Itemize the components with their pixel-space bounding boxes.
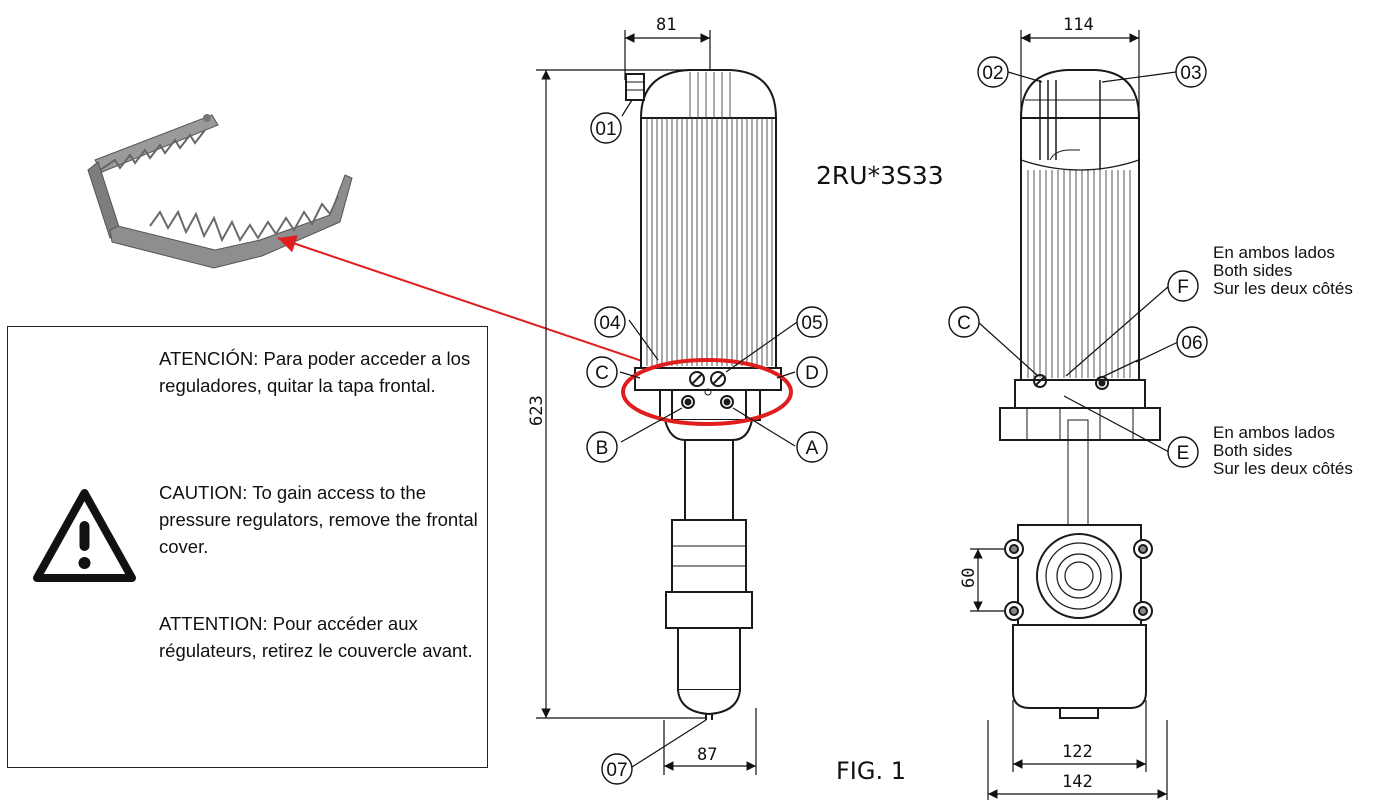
callout-c-front: C [586,356,618,388]
warning-text-fr: ATTENTION: Pour accéder aux régulateurs,… [159,613,473,661]
svg-text:06: 06 [1181,333,1202,354]
side-note-f-fr: Sur les deux côtés [1213,279,1353,298]
callout-c-side: C [948,306,980,338]
callout-02: 02 [977,56,1009,88]
svg-text:07: 07 [606,760,627,781]
callout-04: 04 [594,306,626,338]
front-dimensions [536,30,757,775]
callout-03: 03 [1175,56,1207,88]
side-note-f-en: Both sides [1213,261,1292,280]
dim-142: 142 [1062,772,1093,792]
callout-f: F [1167,270,1199,302]
warning-box: ATENCIÓN: Para poder acceder a los regul… [7,326,488,768]
dim-114: 114 [1063,15,1094,35]
cover-pointer-arrow [277,235,646,363]
figure-label: FIG. 1 [836,757,906,785]
svg-text:05: 05 [801,313,822,334]
svg-text:02: 02 [982,63,1003,84]
svg-text:F: F [1177,277,1189,298]
callout-b: B [586,431,618,463]
model-code: 2RU*3S33 [816,161,944,190]
svg-text:E: E [1177,443,1190,464]
side-dimensions [970,30,1168,800]
callout-05: 05 [796,306,828,338]
callout-07: 07 [601,753,633,785]
warning-text-es: ATENCIÓN: Para poder acceder a los regul… [159,348,471,396]
front-view [625,69,782,720]
side-note-e-en: Both sides [1213,441,1292,460]
svg-text:A: A [806,438,819,459]
svg-text:01: 01 [595,119,616,140]
dim-122: 122 [1062,742,1093,762]
callout-01: 01 [590,112,622,144]
side-view [999,69,1161,719]
dim-87: 87 [697,745,717,765]
svg-text:C: C [595,363,609,384]
svg-text:D: D [805,363,819,384]
front-cover-3d-view [87,114,353,269]
regulators-highlight [621,358,793,426]
dim-623: 623 [527,395,547,426]
callout-d: D [796,356,828,388]
side-note-e-es: En ambos lados [1213,423,1335,442]
warning-text-en: CAUTION: To gain access to the pressure … [159,482,478,557]
callout-a: A [796,431,828,463]
svg-text:03: 03 [1180,63,1201,84]
svg-text:C: C [957,313,971,334]
dim-81: 81 [656,15,676,35]
callout-06: 06 [1176,326,1208,358]
svg-text:B: B [596,438,609,459]
callout-e: E [1167,436,1199,468]
svg-text:04: 04 [599,313,621,334]
side-note-e-fr: Sur les deux côtés [1213,459,1353,478]
warning-triangle-icon [33,489,136,582]
side-note-f-es: En ambos lados [1213,243,1335,262]
dim-60: 60 [959,568,979,588]
